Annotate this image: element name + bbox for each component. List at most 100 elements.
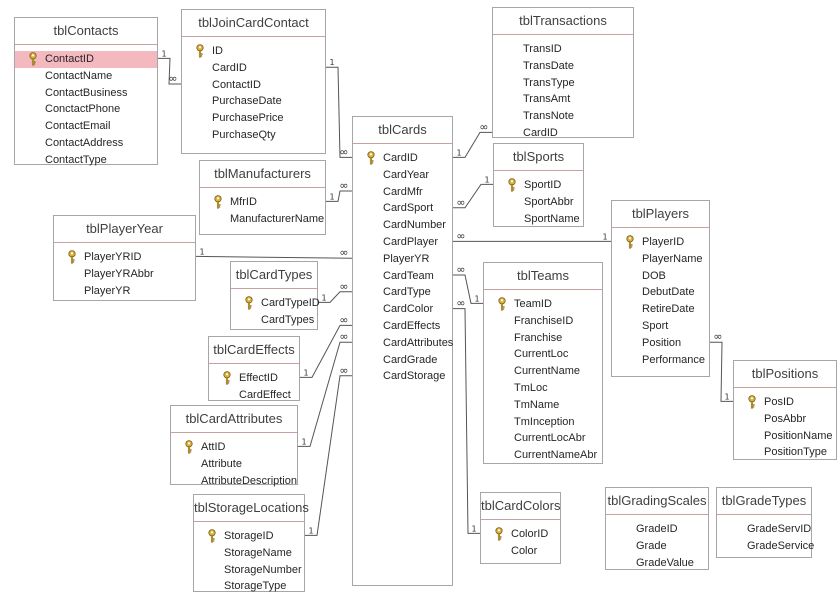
- field-row[interactable]: Franchise: [484, 330, 602, 347]
- field-row[interactable]: ContactAddress: [15, 135, 157, 152]
- field-row[interactable]: CurrentLoc: [484, 346, 602, 363]
- field-row[interactable]: PlayerID: [612, 234, 709, 251]
- field-row[interactable]: ContactEmail: [15, 118, 157, 135]
- table-title[interactable]: tblPlayerYear: [54, 216, 195, 243]
- relationship-line[interactable]: [195, 255, 353, 259]
- field-row[interactable]: PlayerYRID: [54, 249, 195, 266]
- relationship-line[interactable]: [326, 66, 352, 158]
- field-row[interactable]: SportID: [494, 177, 583, 194]
- field-row[interactable]: CardYear: [353, 167, 452, 184]
- field-row[interactable]: CardID: [493, 125, 633, 142]
- field-row[interactable]: ColorID: [481, 526, 560, 543]
- field-row[interactable]: ID: [182, 43, 325, 60]
- field-row[interactable]: Sport: [612, 318, 709, 335]
- field-row[interactable]: CardColor: [353, 301, 452, 318]
- field-row[interactable]: RetireDate: [612, 301, 709, 318]
- field-row[interactable]: CardEffect: [209, 387, 299, 404]
- field-row[interactable]: MfrID: [200, 194, 325, 211]
- field-row[interactable]: CardGrade: [353, 352, 452, 369]
- field-row[interactable]: CardTeam: [353, 268, 452, 285]
- field-row[interactable]: TransAmt: [493, 91, 633, 108]
- relationship-line[interactable]: [453, 308, 480, 534]
- field-row[interactable]: DOB: [612, 268, 709, 285]
- field-row[interactable]: CardMfr: [353, 184, 452, 201]
- field-row[interactable]: StorageName: [194, 545, 304, 562]
- relationship-line[interactable]: [453, 183, 493, 209]
- field-row[interactable]: ContactType: [15, 152, 157, 169]
- field-row[interactable]: Performance: [612, 352, 709, 369]
- field-row[interactable]: TeamID: [484, 296, 602, 313]
- field-row[interactable]: GradeValue: [606, 555, 708, 572]
- table-title[interactable]: tblContacts: [15, 18, 157, 45]
- field-row[interactable]: TmName: [484, 397, 602, 414]
- field-row[interactable]: CardID: [182, 60, 325, 77]
- field-row[interactable]: PlayerYR: [353, 251, 452, 268]
- field-row[interactable]: CardTypeID: [231, 295, 320, 312]
- field-row[interactable]: CardEffects: [353, 318, 452, 335]
- field-row[interactable]: AttID: [171, 439, 297, 456]
- field-row[interactable]: ContactID: [15, 51, 157, 68]
- table-title[interactable]: tblCardColors: [481, 493, 560, 520]
- field-row[interactable]: Grade: [606, 538, 708, 555]
- field-row[interactable]: TransDate: [493, 58, 633, 75]
- field-row[interactable]: CardSport: [353, 200, 452, 217]
- table-title[interactable]: tblTeams: [484, 263, 602, 290]
- field-row[interactable]: PlayerName: [612, 251, 709, 268]
- relationship-line[interactable]: [710, 341, 733, 402]
- relationship-line[interactable]: [326, 190, 352, 202]
- field-row[interactable]: PositionType: [734, 444, 836, 461]
- field-row[interactable]: Attribute: [171, 456, 297, 473]
- field-row[interactable]: EffectID: [209, 370, 299, 387]
- field-row[interactable]: PurchaseQty: [182, 127, 325, 144]
- field-row[interactable]: TransType: [493, 75, 633, 92]
- field-row[interactable]: TmLoc: [484, 380, 602, 397]
- field-row[interactable]: GradeID: [606, 521, 708, 538]
- field-row[interactable]: TransNote: [493, 108, 633, 125]
- field-row[interactable]: CardType: [353, 284, 452, 301]
- field-row[interactable]: CardStorage: [353, 368, 452, 385]
- table-title[interactable]: tblJoinCardContact: [182, 10, 325, 37]
- field-row[interactable]: CardAttributes: [353, 335, 453, 352]
- field-row[interactable]: GradeService: [717, 538, 814, 555]
- field-row[interactable]: TmInception: [484, 414, 602, 431]
- field-row[interactable]: CardTypes: [231, 312, 317, 329]
- field-row[interactable]: PositionName: [734, 428, 836, 445]
- field-row[interactable]: CurrentLocAbr: [484, 430, 602, 447]
- relationship-line[interactable]: [305, 375, 352, 536]
- field-row[interactable]: PlayerYRAbbr: [54, 266, 195, 283]
- table-title[interactable]: tblCardAttributes: [171, 406, 297, 433]
- table-title[interactable]: tblManufacturers: [200, 161, 325, 188]
- field-row[interactable]: SportAbbr: [494, 194, 583, 211]
- relationship-line[interactable]: [300, 324, 352, 378]
- relationship-line[interactable]: [453, 274, 483, 304]
- field-row[interactable]: Position: [612, 335, 709, 352]
- field-row[interactable]: PosID: [734, 394, 836, 411]
- field-row[interactable]: StorageID: [194, 528, 304, 545]
- field-row[interactable]: DebutDate: [612, 284, 709, 301]
- field-row[interactable]: Color: [481, 543, 560, 560]
- field-row[interactable]: PosAbbr: [734, 411, 836, 428]
- field-row[interactable]: StorageType: [194, 578, 304, 595]
- table-title[interactable]: tblCardTypes: [231, 262, 317, 289]
- field-row[interactable]: GradeServID: [717, 521, 811, 538]
- table-title[interactable]: tblSports: [494, 144, 583, 171]
- field-row[interactable]: CurrentName: [484, 363, 602, 380]
- field-row[interactable]: PurchaseDate: [182, 93, 325, 110]
- table-title[interactable]: tblStorageLocations: [194, 495, 309, 522]
- field-row[interactable]: CardNumber: [353, 217, 452, 234]
- field-row[interactable]: ManufacturerName: [200, 211, 325, 228]
